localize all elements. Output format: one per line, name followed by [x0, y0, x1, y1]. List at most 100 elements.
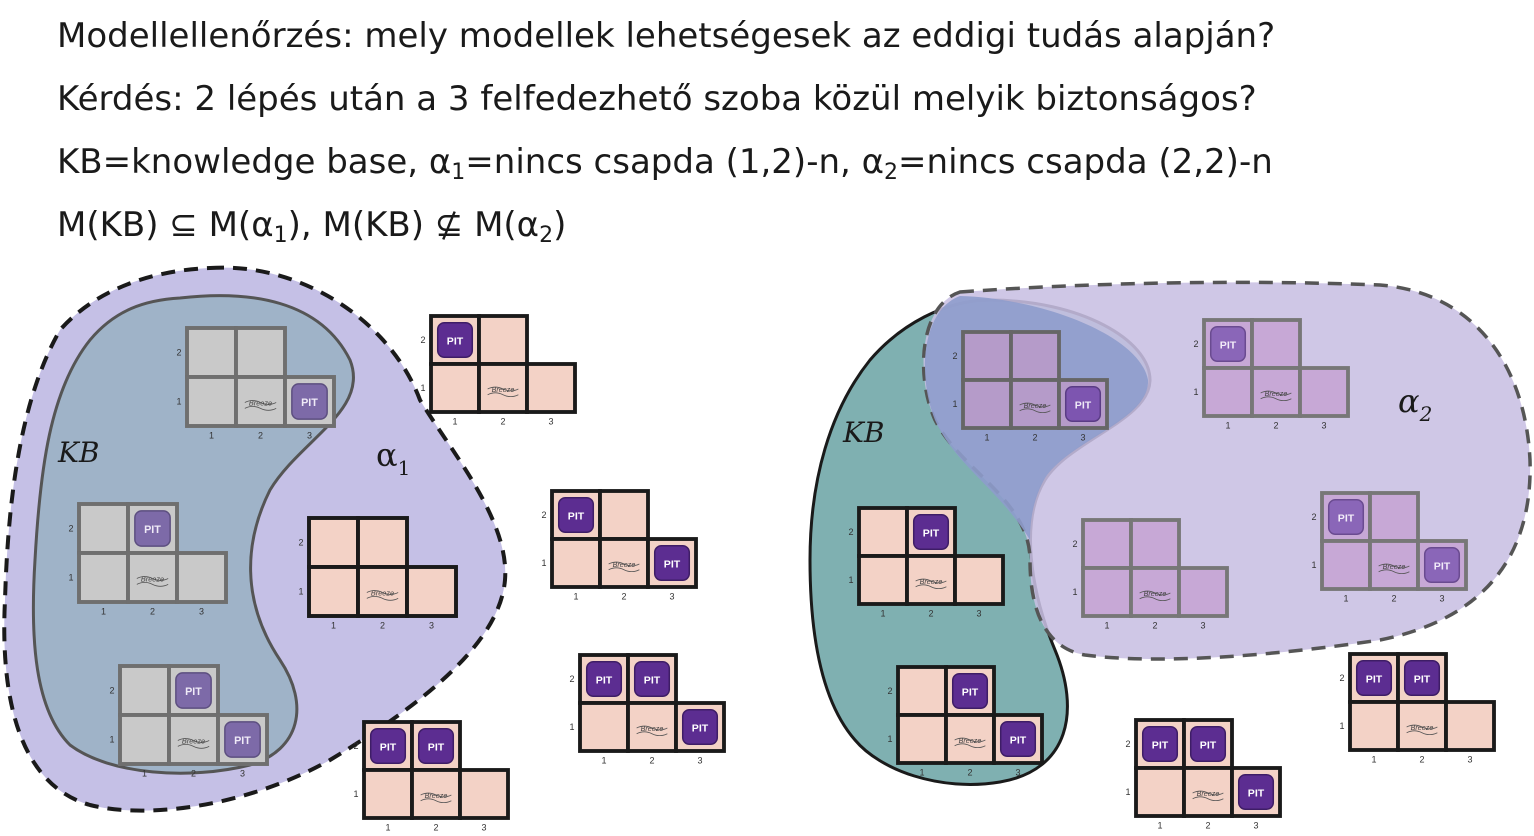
x-axis-label: 2 — [649, 755, 654, 765]
breeze-label: Breeze — [1265, 389, 1288, 398]
pit-label: PIT — [144, 524, 161, 536]
breeze-wave — [244, 406, 277, 411]
room-cell — [961, 378, 1013, 430]
x-axis-label: 1 — [1225, 420, 1230, 430]
room-cell — [356, 516, 409, 569]
definition-part-b: =nincs csapda (1,2)-n, α — [465, 142, 885, 182]
pit-square — [417, 727, 455, 765]
breeze-wave — [136, 582, 169, 587]
y-axis-label: 2 — [1072, 539, 1077, 549]
pit-square — [1189, 725, 1227, 763]
y-axis-label: 2 — [109, 686, 114, 696]
y-axis-label: 2 — [848, 527, 853, 537]
y-axis-label: 1 — [109, 735, 114, 745]
kb-label-left: KB — [57, 436, 100, 469]
room-cell — [1177, 566, 1229, 618]
x-axis-label: 3 — [1015, 767, 1020, 777]
breeze-label: Breeze — [959, 736, 982, 745]
x-axis-label: 2 — [258, 431, 263, 441]
room-cell — [458, 768, 510, 820]
room-cell — [1081, 518, 1133, 570]
x-axis-label: 3 — [976, 608, 981, 618]
pit-label: PIT — [923, 527, 940, 539]
y-axis-label: 2 — [887, 686, 892, 696]
x-axis-label: 1 — [984, 432, 989, 442]
pit-square — [653, 544, 691, 582]
y-axis-label: 1 — [1125, 787, 1130, 797]
pit-label: PIT — [1366, 673, 1383, 685]
y-axis-label: 2 — [1193, 339, 1198, 349]
breeze-label: Breeze — [1411, 723, 1434, 732]
relation-sub-1: 1 — [273, 223, 288, 248]
y-axis-label: 2 — [541, 510, 546, 520]
question-line: Kérdés: 2 lépés után a 3 felfedezhető sz… — [57, 79, 1257, 119]
pit-label: PIT — [1152, 739, 1169, 751]
y-axis-label: 2 — [420, 335, 425, 345]
y-axis-label: 1 — [1072, 587, 1077, 597]
pit-label: PIT — [1434, 560, 1451, 572]
breeze-wave — [1260, 396, 1292, 402]
y-axis-label: 1 — [176, 397, 181, 407]
y-axis-label: 1 — [353, 789, 358, 799]
room-cell — [1444, 700, 1496, 752]
breeze-label: Breeze — [249, 398, 272, 407]
pit-label: PIT — [1338, 512, 1355, 524]
x-axis-label: 3 — [669, 591, 674, 601]
x-axis-label: 3 — [1439, 593, 1444, 603]
room-cell — [362, 768, 414, 820]
x-axis-label: 2 — [380, 621, 385, 631]
breeze-wave — [608, 561, 640, 567]
y-axis-label: 1 — [68, 573, 73, 583]
room-cell — [185, 326, 238, 379]
breeze-wave — [1192, 790, 1224, 796]
room-cell — [525, 362, 577, 414]
x-axis-label: 2 — [1032, 432, 1037, 442]
pit-square — [1209, 325, 1247, 363]
breeze-label: Breeze — [613, 560, 636, 569]
pit-square — [436, 321, 474, 359]
y-axis-label: 1 — [298, 587, 303, 597]
breeze-label: Breeze — [425, 791, 448, 800]
y-axis-label: 1 — [1339, 721, 1344, 731]
room-cell — [1129, 566, 1181, 618]
definition-sub-1: 1 — [451, 160, 466, 185]
breeze-wave — [420, 798, 452, 804]
x-axis-label: 1 — [385, 822, 390, 832]
x-axis-label: 1 — [880, 608, 885, 618]
room-cell — [175, 551, 228, 604]
breeze-wave — [420, 792, 452, 798]
definition-part-c: =nincs csapda (2,2)-n — [898, 142, 1273, 182]
breeze-label: Breeze — [1197, 789, 1220, 798]
x-axis-label: 3 — [199, 607, 204, 617]
pit-square — [585, 660, 623, 698]
breeze-wave — [1192, 796, 1224, 802]
pit-square — [681, 708, 719, 746]
pit-label: PIT — [428, 741, 445, 753]
breeze-wave — [366, 590, 399, 595]
breeze-wave — [1378, 569, 1410, 575]
breeze-wave — [1019, 408, 1051, 414]
breeze-wave — [636, 731, 668, 737]
room-cell — [118, 664, 171, 717]
pit-label: PIT — [234, 735, 251, 747]
y-axis-label: 1 — [848, 575, 853, 585]
pit-square — [134, 510, 171, 547]
room-cell — [1081, 566, 1133, 618]
y-axis-label: 1 — [1193, 387, 1198, 397]
breeze-wave — [136, 576, 169, 581]
breeze-label: Breeze — [182, 736, 205, 745]
room-cell — [905, 554, 957, 606]
room-cell — [405, 565, 458, 618]
room-cell — [1129, 518, 1181, 570]
pit-label: PIT — [1010, 734, 1027, 746]
room-cell — [550, 537, 602, 589]
room-cell — [118, 713, 171, 766]
pit-label: PIT — [644, 674, 661, 686]
pit-label: PIT — [568, 510, 585, 522]
x-axis-label: 1 — [601, 755, 606, 765]
